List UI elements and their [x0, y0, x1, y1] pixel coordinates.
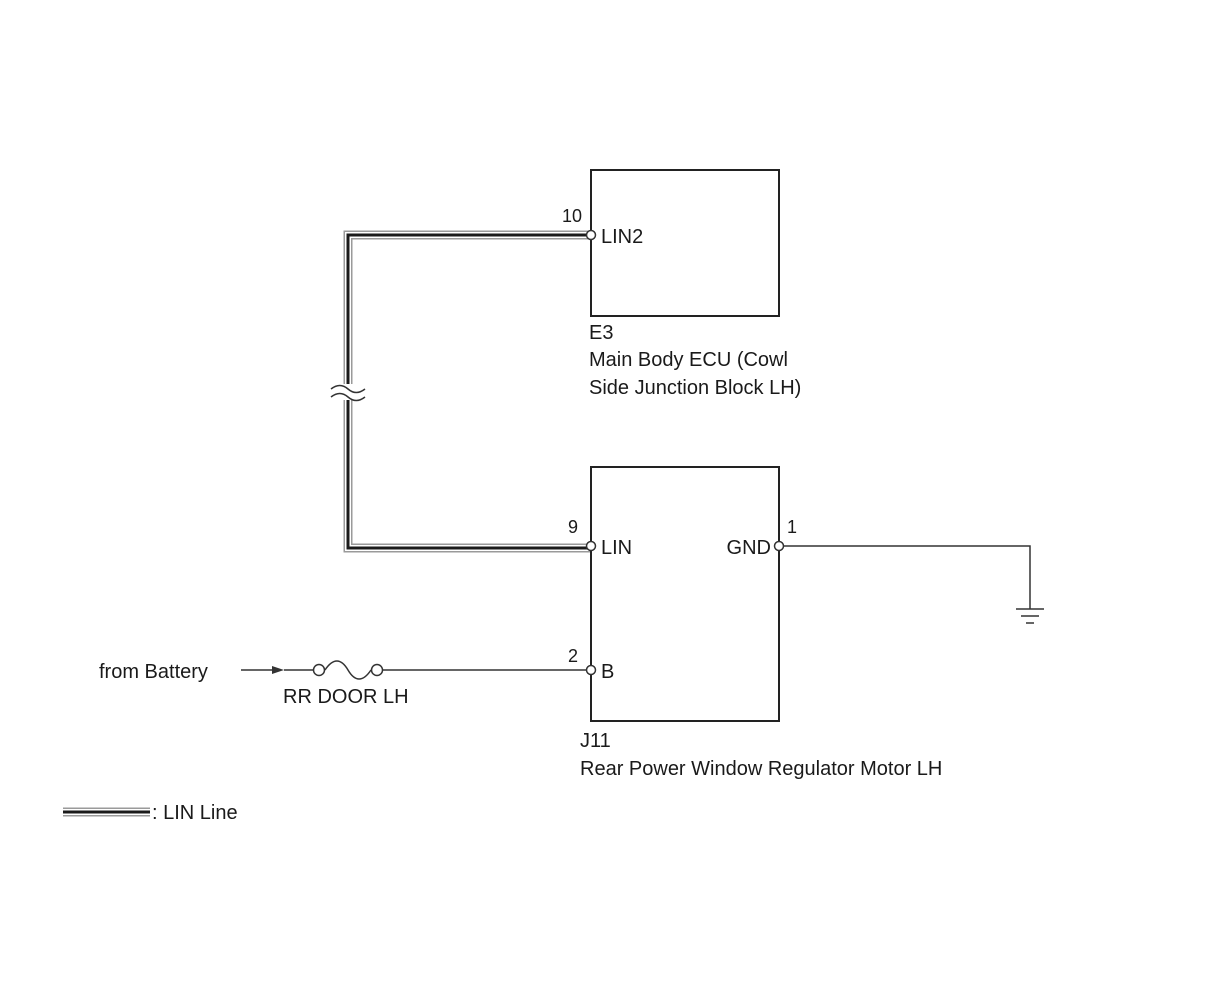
motor-pin-gnd-number: 1: [787, 517, 797, 537]
fuse-label: RR DOOR LH: [283, 686, 409, 708]
ground-icon: [1016, 608, 1044, 624]
ecu-pin-lin2-label: LIN2: [601, 226, 643, 248]
ecu-pin-lin2: [585, 229, 597, 241]
wire-break-symbol: [330, 384, 366, 402]
motor-name: Rear Power Window Regulator Motor LH: [580, 758, 942, 780]
motor-pin-gnd: [773, 540, 785, 552]
motor-connector-code: J11: [580, 730, 611, 752]
ground-wire: [784, 545, 1031, 609]
ecu-box: [590, 169, 780, 317]
motor-pin-b-label: B: [601, 661, 614, 683]
motor-pin-lin-number: 9: [568, 517, 578, 537]
motor-pin-gnd-label: GND: [727, 537, 771, 559]
ecu-name-line1: Main Body ECU (Cowl: [589, 349, 788, 371]
lin-line: [343, 230, 590, 553]
ecu-connector-code: E3: [589, 322, 613, 344]
lin-line-legend-label: : LIN Line: [152, 802, 238, 824]
motor-box: [590, 466, 780, 722]
fuse-icon: [312, 660, 384, 680]
ecu-name-line2: Side Junction Block LH): [589, 377, 801, 399]
motor-pin-b: [585, 664, 597, 676]
arrow-right-icon: [241, 666, 284, 674]
battery-source-label: from Battery: [99, 661, 208, 683]
motor-pin-lin: [585, 540, 597, 552]
ecu-pin-lin2-number: 10: [562, 206, 582, 226]
motor-pin-b-number: 2: [568, 646, 578, 666]
motor-pin-lin-label: LIN: [601, 537, 632, 559]
